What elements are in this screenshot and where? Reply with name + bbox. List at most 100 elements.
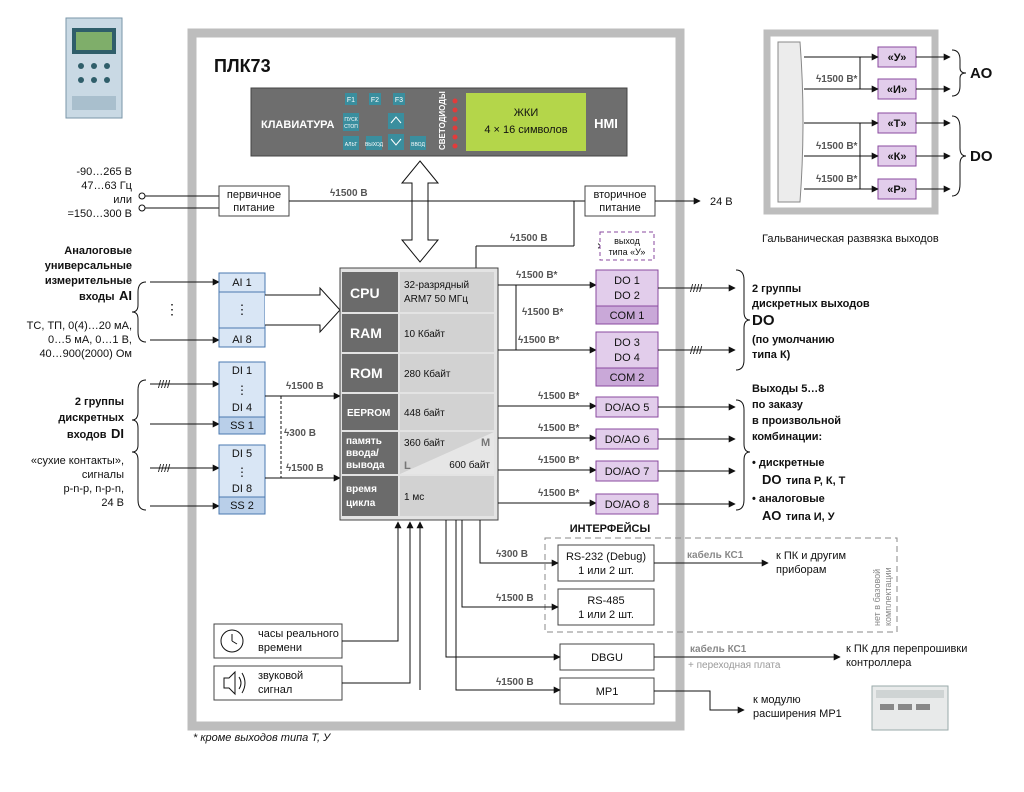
output-type-k: «К» <box>888 151 907 163</box>
key-f3: F3 <box>395 97 403 104</box>
svg-text:входов DI: входов DI <box>67 425 124 442</box>
com1-block <box>595 305 659 325</box>
output-type-i: «И» <box>887 84 907 96</box>
key-f1: F1 <box>347 97 355 104</box>
ai-brace <box>131 281 147 343</box>
leds-label: СВЕТОДИОДЫ <box>438 91 447 150</box>
svg-text:ϟ1500 В*: ϟ1500 В* <box>538 423 580 434</box>
clock-box <box>213 623 343 659</box>
ao-brace <box>951 49 967 97</box>
output-isolation-panel: «У» «И» «Т» «К» «Р» ϟ1500 В* ϟ1500 В* ϟ1… <box>763 29 951 215</box>
secondary-power-box <box>584 185 656 217</box>
output-isolation-caption: Гальваническая развязка выходов <box>762 233 939 245</box>
svg-text:24 В: 24 В <box>101 497 124 509</box>
iomem-label2: ввода/ <box>346 448 379 459</box>
output-type-u-line2: типа «У» <box>609 247 646 257</box>
svg-text:• дискретные: • дискретные <box>752 457 825 469</box>
svg-text:сигналы: сигналы <box>82 469 124 481</box>
rs485-line1: RS-485 <box>587 595 624 607</box>
lcd-line1: ЖКИ <box>514 107 538 119</box>
flash-line2: контроллера <box>846 657 912 669</box>
eeprom-label: EEPROM <box>347 408 390 419</box>
rom-value: 280 Кбайт <box>404 368 451 380</box>
doao8: DO/AO 8 <box>605 499 650 511</box>
key-enter: ВВОД <box>411 142 425 148</box>
svg-text:////: //// <box>690 345 703 357</box>
svg-text:ϟ1500 В*: ϟ1500 В* <box>538 488 580 499</box>
analog-inputs-heading: Аналоговые универсальные измерительные в… <box>27 245 132 360</box>
key-alt: АЛЬТ <box>345 142 358 148</box>
iomem-value-l: 600 байт <box>449 459 490 471</box>
dbgu-cable: кабель КС1 <box>690 643 747 655</box>
svg-text:ϟ1500 В*: ϟ1500 В* <box>538 391 580 402</box>
svg-text:комбинации:: комбинации: <box>752 431 822 443</box>
svg-text:DO типа Р, К, Т: DO типа Р, К, Т <box>762 471 846 488</box>
ai-block <box>218 272 266 348</box>
svg-text:⋮: ⋮ <box>236 465 248 479</box>
cable-kc1: кабель КС1 <box>687 549 744 561</box>
do2: DO 2 <box>614 290 640 302</box>
power-input-line1: -90…265 В <box>76 166 132 178</box>
ss2-block <box>218 496 266 515</box>
ss2: SS 2 <box>230 500 254 512</box>
hmi-cpu-bus-arrow <box>400 160 440 263</box>
svg-text:ϟ1500 В*: ϟ1500 В* <box>816 141 858 152</box>
dbgu-adapter: + переходная плата <box>688 660 781 671</box>
hmi-panel: КЛАВИАТУРА F1 F2 F3 ПУСК СТОП АЛЬТ ВЫХОД… <box>250 87 628 157</box>
clock-line2: времени <box>258 642 302 654</box>
sound-line1: звуковой <box>258 670 303 682</box>
configurable-outputs-desc: Выходы 5…8 по заказу в произвольной комб… <box>752 383 846 524</box>
svg-text:дискретных: дискретных <box>58 412 124 424</box>
keyboard-label: КЛАВИАТУРА <box>261 119 335 131</box>
power-input-line2: 47…63 Гц <box>81 180 132 192</box>
di5: DI 5 <box>232 448 252 460</box>
rs485-line2: 1 или 2 шт. <box>578 609 634 621</box>
iso-do1: ϟ1500 В* <box>516 270 558 281</box>
cycle-label2: цикла <box>346 498 376 509</box>
dbgu-box <box>559 643 655 671</box>
rs232-line1: RS-232 (Debug) <box>566 551 646 563</box>
cpu-label: CPU <box>350 285 380 301</box>
iso-do-mid: ϟ1500 В* <box>522 307 564 318</box>
iso-di2: ϟ1500 В <box>286 463 324 474</box>
svg-text:дискретных выходов: дискретных выходов <box>752 298 870 310</box>
doao6: DO/AO 6 <box>605 434 650 446</box>
mp1-dest-line2: расширения МР1 <box>753 708 842 720</box>
do-group1-block <box>595 269 659 307</box>
svg-text:АО типа И, У: АО типа И, У <box>762 507 835 524</box>
rs485-box <box>557 588 655 626</box>
do1: DO 1 <box>614 275 640 287</box>
key-pusk: ПУСК <box>344 117 357 123</box>
primary-power-line1: первичное <box>227 189 281 201</box>
flash-line1: к ПК для перепрошивки <box>846 643 967 655</box>
svg-text:2 группы: 2 группы <box>75 396 124 408</box>
ram-label: RAM <box>350 325 382 341</box>
cycle-value: 1 мс <box>404 492 424 503</box>
doao5: DO/AO 5 <box>605 402 650 414</box>
not-included-line2: комплектации <box>883 567 893 626</box>
iomem-l: L <box>404 460 411 472</box>
di4: DI 4 <box>232 402 252 414</box>
svg-text:0…5 мА, 0…1 В,: 0…5 мА, 0…1 В, <box>48 334 132 346</box>
iomem-label3: вывода <box>346 460 385 471</box>
svg-text:типа К): типа К) <box>752 349 791 361</box>
output-type-u-line1: выход <box>614 236 640 246</box>
interfaces-optional-frame <box>544 537 898 633</box>
secondary-power-line1: вторичное <box>594 189 647 201</box>
svg-text:ТС, ТП, 0(4)…20 мА,: ТС, ТП, 0(4)…20 мА, <box>27 320 132 332</box>
di-bus-mark2: //// <box>158 463 171 475</box>
svg-text:ϟ1500 В: ϟ1500 В <box>496 593 534 604</box>
output-type-r: «Р» <box>887 184 907 196</box>
footnote: * кроме выходов типа Т, У <box>193 732 331 744</box>
di-group2-block <box>218 444 266 498</box>
svg-text:(по умолчанию: (по умолчанию <box>752 334 835 346</box>
do4: DO 4 <box>614 352 640 364</box>
svg-text:универсальные: универсальные <box>45 260 132 272</box>
com2: COM 2 <box>610 372 645 384</box>
to-pc-line2: приборам <box>776 564 826 576</box>
output-type-u: «У» <box>888 52 907 64</box>
do-types-brace <box>951 115 967 197</box>
power-input-line4: =150…300 В <box>67 208 132 220</box>
eeprom-value: 448 байт <box>404 407 445 419</box>
mp1-dest-line1: к модулю <box>753 694 801 706</box>
